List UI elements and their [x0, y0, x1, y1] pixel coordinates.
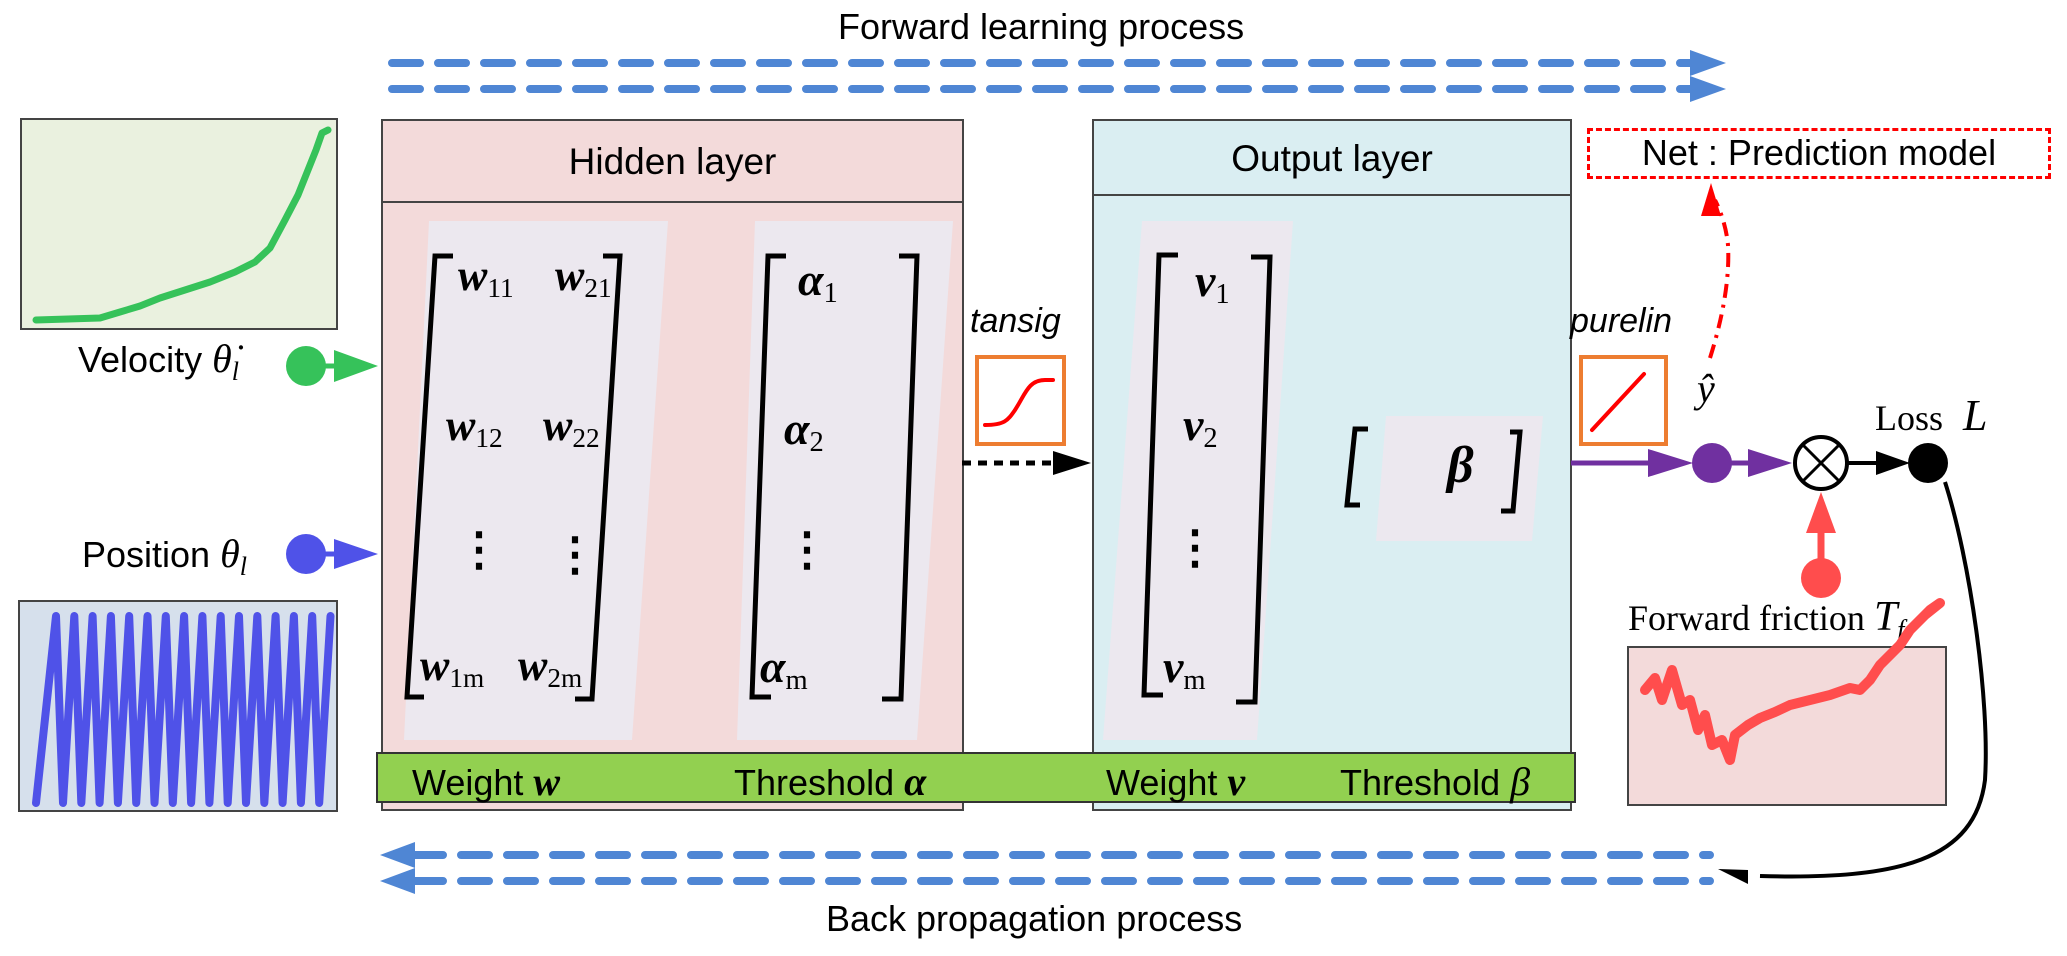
v-right-bracket — [1236, 254, 1273, 705]
y-hat-label: ŷ — [1697, 366, 1715, 411]
friction-input-arrow — [1801, 492, 1841, 598]
y-hat-node — [1692, 443, 1732, 483]
w-col2-ellipsis: ⋮ — [552, 529, 598, 580]
velocity-label: Velocity θ̇l — [78, 336, 239, 387]
velocity-curve — [32, 126, 332, 324]
purelin-line-icon — [1590, 372, 1646, 432]
net-prediction-model-box: Net : Prediction model — [1587, 128, 2051, 179]
w12: w12 — [446, 401, 503, 453]
position-curve — [32, 612, 335, 807]
alpha-m: αm — [760, 641, 808, 697]
alpha-ellipsis: ⋮ — [784, 524, 830, 575]
band-threshold-alpha: Threshold α — [734, 759, 927, 804]
band-weight-v: Weight v — [1106, 759, 1246, 804]
hidden-to-output-arrow — [962, 451, 1091, 475]
v1: v1 — [1195, 255, 1230, 311]
threshold-alpha-panel — [737, 221, 953, 740]
backprop-arrows — [380, 842, 1714, 894]
output-layer-title: Output layer — [1094, 121, 1570, 196]
friction-chart — [1627, 646, 1947, 806]
alpha-left-bracket — [749, 253, 786, 700]
parameter-band: Weight w Threshold α Weight v Threshold … — [376, 752, 1576, 804]
v2: v2 — [1183, 399, 1218, 455]
weight-w-panel — [404, 221, 668, 740]
beta-symbol: β — [1447, 437, 1474, 494]
forward-friction-label: Forward friction Tf — [1628, 594, 1905, 645]
v-m: vm — [1163, 641, 1206, 697]
tansig-box — [975, 355, 1066, 446]
hidden-layer-title: Hidden layer — [383, 121, 962, 203]
position-input-arrow — [286, 534, 378, 574]
output-flow-arrow — [1571, 443, 1792, 483]
v-left-bracket — [1141, 252, 1178, 698]
w21: w21 — [555, 251, 612, 303]
prediction-model-arrow — [1701, 183, 1731, 359]
purelin-label: purelin — [1570, 302, 1673, 340]
tansig-curve-icon — [983, 378, 1055, 427]
position-label: Position θl — [82, 531, 247, 582]
backprop-process-title: Back propagation process — [826, 898, 1243, 939]
w1m: w1m — [420, 641, 485, 693]
w-matrix-left-bracket — [404, 253, 453, 700]
v-ellipsis: ⋮ — [1172, 522, 1218, 573]
tansig-label: tansig — [970, 302, 1061, 340]
loss-to-backprop-arrow — [1718, 481, 1988, 884]
loss-arrow — [1847, 443, 1948, 483]
forward-process-arrows — [388, 50, 1726, 102]
band-threshold-beta: Threshold β — [1340, 759, 1531, 804]
weight-v-panel — [1103, 221, 1293, 740]
beta-left-bracket — [1344, 426, 1368, 508]
w2m: w2m — [518, 641, 583, 693]
velocity-input-arrow — [286, 346, 378, 386]
forward-process-title: Forward learning process — [838, 6, 1245, 47]
w-matrix-right-bracket — [575, 253, 623, 702]
multiply-node-icon — [1793, 435, 1849, 491]
w22: w22 — [543, 401, 600, 453]
friction-curve — [1640, 598, 1945, 765]
alpha1: α1 — [798, 254, 838, 310]
loss-node — [1908, 443, 1948, 483]
alpha-right-bracket — [882, 253, 920, 702]
band-weight-w: Weight w — [412, 759, 561, 804]
w11: w11 — [458, 251, 514, 303]
alpha2: α2 — [784, 403, 824, 459]
beta-right-bracket — [1501, 429, 1523, 514]
w-col1-ellipsis: ⋮ — [456, 524, 502, 575]
